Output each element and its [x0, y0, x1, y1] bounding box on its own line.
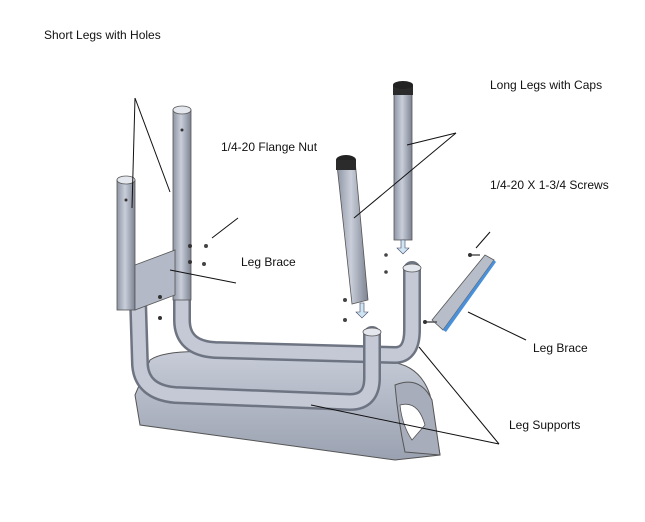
flange-nuts	[343, 253, 388, 322]
label-leg-supports: Leg Supports	[509, 418, 581, 432]
leader-leg-supports-b	[310, 404, 500, 445]
label-long-legs: Long Legs with Caps	[490, 78, 603, 92]
leg-brace-right	[423, 253, 496, 332]
leader-leg-brace-right	[467, 311, 527, 341]
leader-short-legs-b	[131, 97, 136, 209]
leader-screws	[475, 231, 491, 249]
leg-brace-left	[134, 244, 208, 320]
leg-support-front	[129, 263, 422, 412]
leader-long-legs-a	[406, 132, 457, 146]
leader-short-legs-a	[134, 97, 171, 193]
leg-support-back	[173, 261, 421, 365]
label-flange-nut: 1/4-20 Flange Nut	[221, 140, 318, 154]
long-leg-left	[336, 155, 369, 319]
leader-flange-nut	[211, 217, 239, 239]
short-leg-right	[172, 105, 192, 301]
label-short-legs: Short Legs with Holes	[44, 28, 161, 42]
label-leg-brace-left: Leg Brace	[241, 255, 296, 269]
long-leg-right	[393, 81, 413, 255]
leader-leg-brace-left	[169, 269, 237, 284]
label-screws: 1/4-20 X 1-3/4 Screws	[490, 178, 609, 192]
leader-long-legs-b	[353, 132, 457, 219]
leader-leg-supports-a	[418, 346, 500, 445]
short-leg-left	[116, 175, 136, 311]
label-leg-brace-right: Leg Brace	[533, 341, 588, 355]
leader-lines	[131, 97, 527, 445]
